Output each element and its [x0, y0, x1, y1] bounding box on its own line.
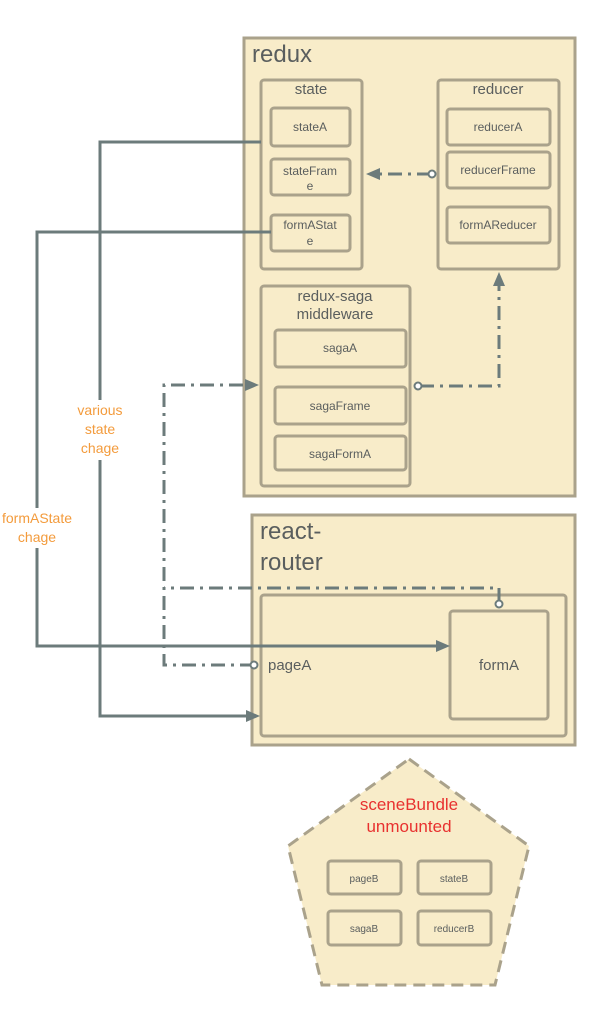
saga-item-label: sagaA	[323, 341, 357, 355]
reducer-title: reducer	[473, 81, 524, 98]
state-item-label: e	[307, 179, 314, 193]
reducer-item-label: reducerA	[474, 120, 523, 134]
connector-origin-icon	[494, 599, 504, 609]
bundle-item-label: sagaB	[350, 924, 379, 935]
state-item-label: e	[307, 234, 314, 248]
bundle-item-label: reducerB	[434, 924, 475, 935]
reducer-item-label: reducerFrame	[460, 163, 536, 177]
saga-title-line: redux-saga	[297, 288, 373, 305]
reducer-item-formAReducer	[445, 205, 552, 245]
reducer-item-reducerFrame	[445, 150, 552, 190]
saga-item-sagaA	[273, 328, 408, 369]
bundle-item-label: stateB	[440, 874, 469, 885]
various-state-change-label: various	[77, 402, 122, 418]
router-title-line: react-	[260, 518, 321, 545]
bundle-item-pageB	[326, 859, 403, 896]
formAState-to-formA-connector-top	[35, 230, 271, 508]
reducer-item-reducerA	[445, 107, 552, 147]
saga-title-line: middleware	[297, 306, 374, 323]
pageA-to-saga-connector	[162, 383, 254, 667]
state-title: state	[295, 81, 328, 98]
saga-item-label: sagaFrame	[310, 399, 371, 413]
arrowhead-icon	[366, 168, 380, 180]
arrowhead-icon	[436, 640, 450, 652]
scene-bundle-title-line: sceneBundle	[360, 795, 458, 814]
various-state-change-label: chage	[81, 440, 119, 456]
bundle-item-sagaB	[326, 909, 403, 947]
saga-item-label: sagaFormA	[309, 447, 371, 461]
formA-box	[448, 609, 550, 721]
saga-to-reducer-connector	[420, 285, 501, 388]
scene-bundle-pentagon	[286, 757, 531, 987]
redux-title: redux	[252, 41, 312, 68]
various-state-change-label: state	[85, 421, 116, 437]
bundle-item-stateB	[416, 859, 493, 896]
state-item-stateFrame	[269, 157, 352, 197]
pageA-label: pageA	[268, 657, 311, 674]
state-to-router-connector-bottom	[98, 460, 246, 718]
saga-item-sagaFrame	[273, 385, 408, 426]
reducer-item-label: formAReducer	[459, 218, 536, 232]
bundle-item-reducerB	[416, 909, 493, 947]
formAState-change-label: formAState	[2, 510, 72, 526]
state-item-label: formAStat	[283, 218, 337, 232]
state-item-stateA	[269, 106, 352, 148]
state-item-label: stateFram	[283, 164, 337, 178]
formA-label: formA	[479, 657, 519, 674]
state-item-label: stateA	[293, 120, 327, 134]
connector-origin-icon	[427, 169, 437, 179]
arrowhead-icon	[245, 379, 259, 391]
connector-origin-icon	[413, 381, 423, 391]
router-title-line: router	[260, 549, 323, 576]
state-to-router-connector-top	[98, 140, 261, 400]
formA-to-saga-connector	[164, 586, 501, 602]
arrowhead-icon	[246, 710, 260, 722]
formAState-to-formA-connector-bottom	[35, 548, 436, 648]
connector-origin-icon	[249, 660, 259, 670]
bundle-item-label: pageB	[350, 874, 379, 885]
scene-bundle-title-line: unmounted	[366, 817, 451, 836]
saga-item-sagaFormA	[273, 434, 408, 472]
arrowhead-icon	[493, 272, 505, 286]
formAState-change-label: chage	[18, 529, 56, 545]
